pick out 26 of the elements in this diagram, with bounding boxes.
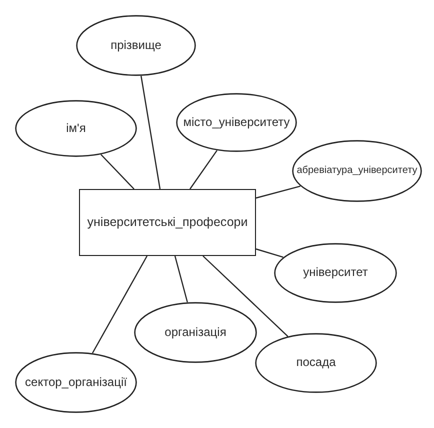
- attribute-ellipse: [15, 100, 137, 157]
- connector-line: [100, 154, 134, 190]
- attribute-name: абревіатура_університету: [296, 165, 418, 177]
- connector-line: [140, 76, 161, 190]
- entity-box: [79, 189, 256, 256]
- attribute-ellipse: [274, 243, 397, 303]
- entity-name: університетські_професори: [87, 215, 248, 230]
- attribute-name: університет: [303, 266, 368, 280]
- connector-line: [92, 256, 148, 354]
- connector-line: [256, 186, 300, 199]
- connector-line: [256, 248, 284, 258]
- attribute-name: організація: [164, 326, 226, 340]
- attribute-ellipse: [134, 302, 257, 363]
- connector-line: [174, 256, 188, 302]
- attribute-name: прізвище: [110, 38, 162, 52]
- connector-line: [190, 150, 218, 190]
- attribute-name: сектор_організації: [25, 376, 127, 390]
- attribute-ellipse: [15, 352, 137, 413]
- attribute-ellipse: [292, 140, 422, 202]
- attribute-name: місто_університету: [183, 116, 290, 130]
- connector-line: [202, 256, 288, 337]
- attribute-ellipse: [255, 333, 377, 393]
- attribute-name: посада: [296, 356, 336, 370]
- attribute-name: ім'я: [66, 122, 86, 136]
- attribute-ellipse: [176, 93, 297, 152]
- attribute-ellipse: [76, 15, 196, 76]
